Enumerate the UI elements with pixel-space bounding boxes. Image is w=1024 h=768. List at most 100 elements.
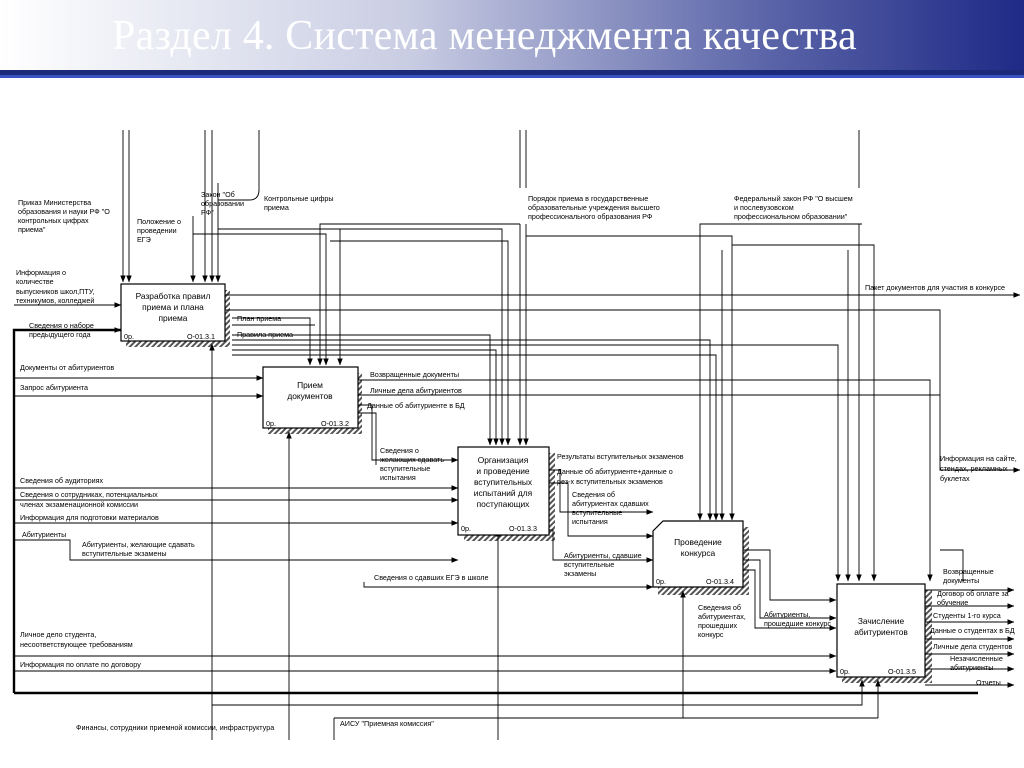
box-title: Разработка правил [136, 291, 211, 301]
label-nezach: абитуриенты [950, 663, 993, 672]
flow-labels: План приема Правила приема Возвращенные … [82, 314, 831, 639]
label-info-site: Информация на сайте, [940, 454, 1017, 463]
label-abit-zh: вступительные экзамены [82, 549, 167, 558]
label-nezach: Незачисленные [950, 654, 1003, 663]
box-2[interactable]: Прием документов 0р. О-01.3.2 [262, 366, 359, 429]
title-bar [0, 0, 1024, 70]
box-1[interactable]: Разработка правил приема и плана приема … [120, 283, 226, 342]
label-nabor: Сведения о наборе [29, 321, 94, 330]
box-4[interactable]: Проведение конкурса 0р. О-01.3.4 [652, 520, 744, 588]
mechanism-arrows [209, 343, 881, 740]
label-svedeniya-zh: желающих сдавать [380, 455, 444, 464]
label-fed-zakon: Федеральный закон РФ "О высшем [734, 194, 853, 203]
box-title: поступающих [477, 499, 531, 509]
label-plan-priema: План приема [237, 314, 281, 323]
label-abit-prosh: прошедшие конкурс [764, 619, 831, 628]
label-info-vypusk: Информация о [16, 268, 66, 277]
label-sotrudniki: членах экзаменационной комиссии [20, 500, 138, 509]
label-auditorii: Сведения об аудиториях [20, 476, 104, 485]
label-sotrudniki: Сведения о сотрудниках, потенциальных [20, 490, 158, 499]
label-info-vypusk: техникумов, колледжей [16, 296, 94, 305]
label-sved-prosh: прошедших [698, 621, 737, 630]
box-title: Проведение [674, 537, 722, 547]
label-lichnoe-delo: несоответствующее требованиям [20, 640, 133, 649]
label-info-vypusk: выпускников школ,ПТУ, [16, 287, 94, 296]
label-aisu: АИСУ "Приемная комиссия" [340, 719, 434, 728]
box-cost: 0р. [840, 667, 850, 676]
label-svedeniya-sd: абитуриентах сдавших [572, 499, 649, 508]
label-rezultaty: Результаты вступительных экзаменов [557, 452, 684, 461]
internal-flows [358, 404, 837, 631]
box-5[interactable]: Зачисление абитуриентов 0р. О-01.3.5 [836, 583, 926, 678]
box-title: Прием [297, 380, 323, 390]
box-cost: 0р. [266, 419, 276, 428]
label-vozvr-docs: Возвращенные документы [370, 370, 459, 379]
label-abit-sd: экзамены [564, 569, 596, 578]
box-cost: 0р. [461, 524, 471, 533]
box-title: и проведение [476, 466, 530, 476]
label-poryadok: профессионального образования РФ [528, 212, 653, 221]
label-sved-prosh: конкурс [698, 630, 724, 639]
label-dogovor: обучение [937, 598, 968, 607]
label-zakon: РФ" [201, 208, 214, 217]
label-prikaz: Приказ Министерства [18, 198, 91, 207]
label-otchety: Отчеты [976, 678, 1001, 687]
box-node: О-01.3.4 [706, 577, 734, 586]
label-paket: Пакет документов для участия в конкурсе [865, 283, 1005, 292]
label-prikaz: контрольных цифрах [18, 216, 89, 225]
box-title: абитуриентов [854, 627, 908, 637]
label-fed-zakon: профессиональном образовании" [734, 212, 848, 221]
label-fed-zakon: и послевузовском [734, 203, 794, 212]
label-ege-school: Сведения о сдавших ЕГЭ в школе [374, 573, 489, 582]
label-lichnye-dela-stud: Личные дела студентов [933, 642, 1012, 651]
label-zakon: Закон "Об [201, 190, 235, 199]
box-cost: 0р. [124, 332, 134, 341]
label-info-site: буклетах [940, 474, 970, 483]
label-svedeniya-zh: испытания [380, 473, 416, 482]
mechanism-labels: Финансы, сотрудники приемной комиссии, и… [76, 719, 434, 732]
label-prikaz: образования и науки РФ "О [18, 207, 110, 216]
label-nabor: предыдущего года [29, 330, 91, 339]
input-labels: Информация о количестве выпускников школ… [16, 268, 159, 669]
label-dannye-stud: Данные о студентах в БД [930, 626, 1015, 635]
label-abit-prosh: Абитуриенты, [764, 610, 810, 619]
label-polozhenie: проведении [137, 226, 177, 235]
output-arrows [224, 292, 1021, 688]
label-dannye-rez: Данные об абитуриенте+данные о [557, 467, 673, 476]
label-zakon: образовании [201, 199, 244, 208]
box-title: конкурса [681, 548, 716, 558]
label-svedeniya-sd: вступительные [572, 508, 622, 517]
box-title: приема и плана [142, 302, 204, 312]
label-kontrol: Контрольные цифры [264, 194, 334, 203]
box-node: О-01.3.1 [187, 332, 215, 341]
box-title: Организация [478, 455, 529, 465]
input-arrows [12, 302, 978, 695]
label-prikaz: приема" [18, 225, 46, 234]
label-info-vypusk: количестве [16, 277, 54, 286]
label-studenty: Студенты 1-го курса [933, 611, 1001, 620]
box-node: О-01.3.3 [509, 524, 537, 533]
label-polozhenie: ЕГЭ [137, 235, 151, 244]
label-svedeniya-sd: испытания [572, 517, 608, 526]
box-title: документов [287, 391, 333, 401]
label-dogovor: Договор об оплате за [937, 589, 1009, 598]
label-svedeniya-sd: Сведения об [572, 490, 615, 499]
label-kontrol: приема [264, 203, 289, 212]
label-lichnoe-delo: Личное дело студента, [20, 630, 96, 639]
label-abit-zh: Абитуриенты, желающие сдавать [82, 540, 195, 549]
label-podgotovka: Информация для подготовки материалов [20, 513, 159, 522]
label-vozvr: документы [943, 576, 979, 585]
page-title: Раздел 4. Система менеджмента качества [112, 13, 857, 59]
label-pravila-priema: Правила приема [237, 330, 293, 339]
control-labels: Приказ Министерства образования и науки … [18, 190, 853, 244]
title-underline-accent [0, 75, 1024, 78]
box-3[interactable]: Организация и проведение вступительных и… [457, 446, 550, 536]
box-title: Зачисление [858, 616, 905, 626]
label-info-site: стендах, рекламных [940, 464, 1008, 473]
control-arrows [120, 130, 877, 582]
output-labels: Пакет документов для участия в конкурсе … [865, 283, 1017, 687]
label-poryadok: Порядок приема в государственные [528, 194, 648, 203]
label-sved-prosh: абитуриентах, [698, 612, 746, 621]
label-svedeniya-zh: вступительные [380, 464, 430, 473]
